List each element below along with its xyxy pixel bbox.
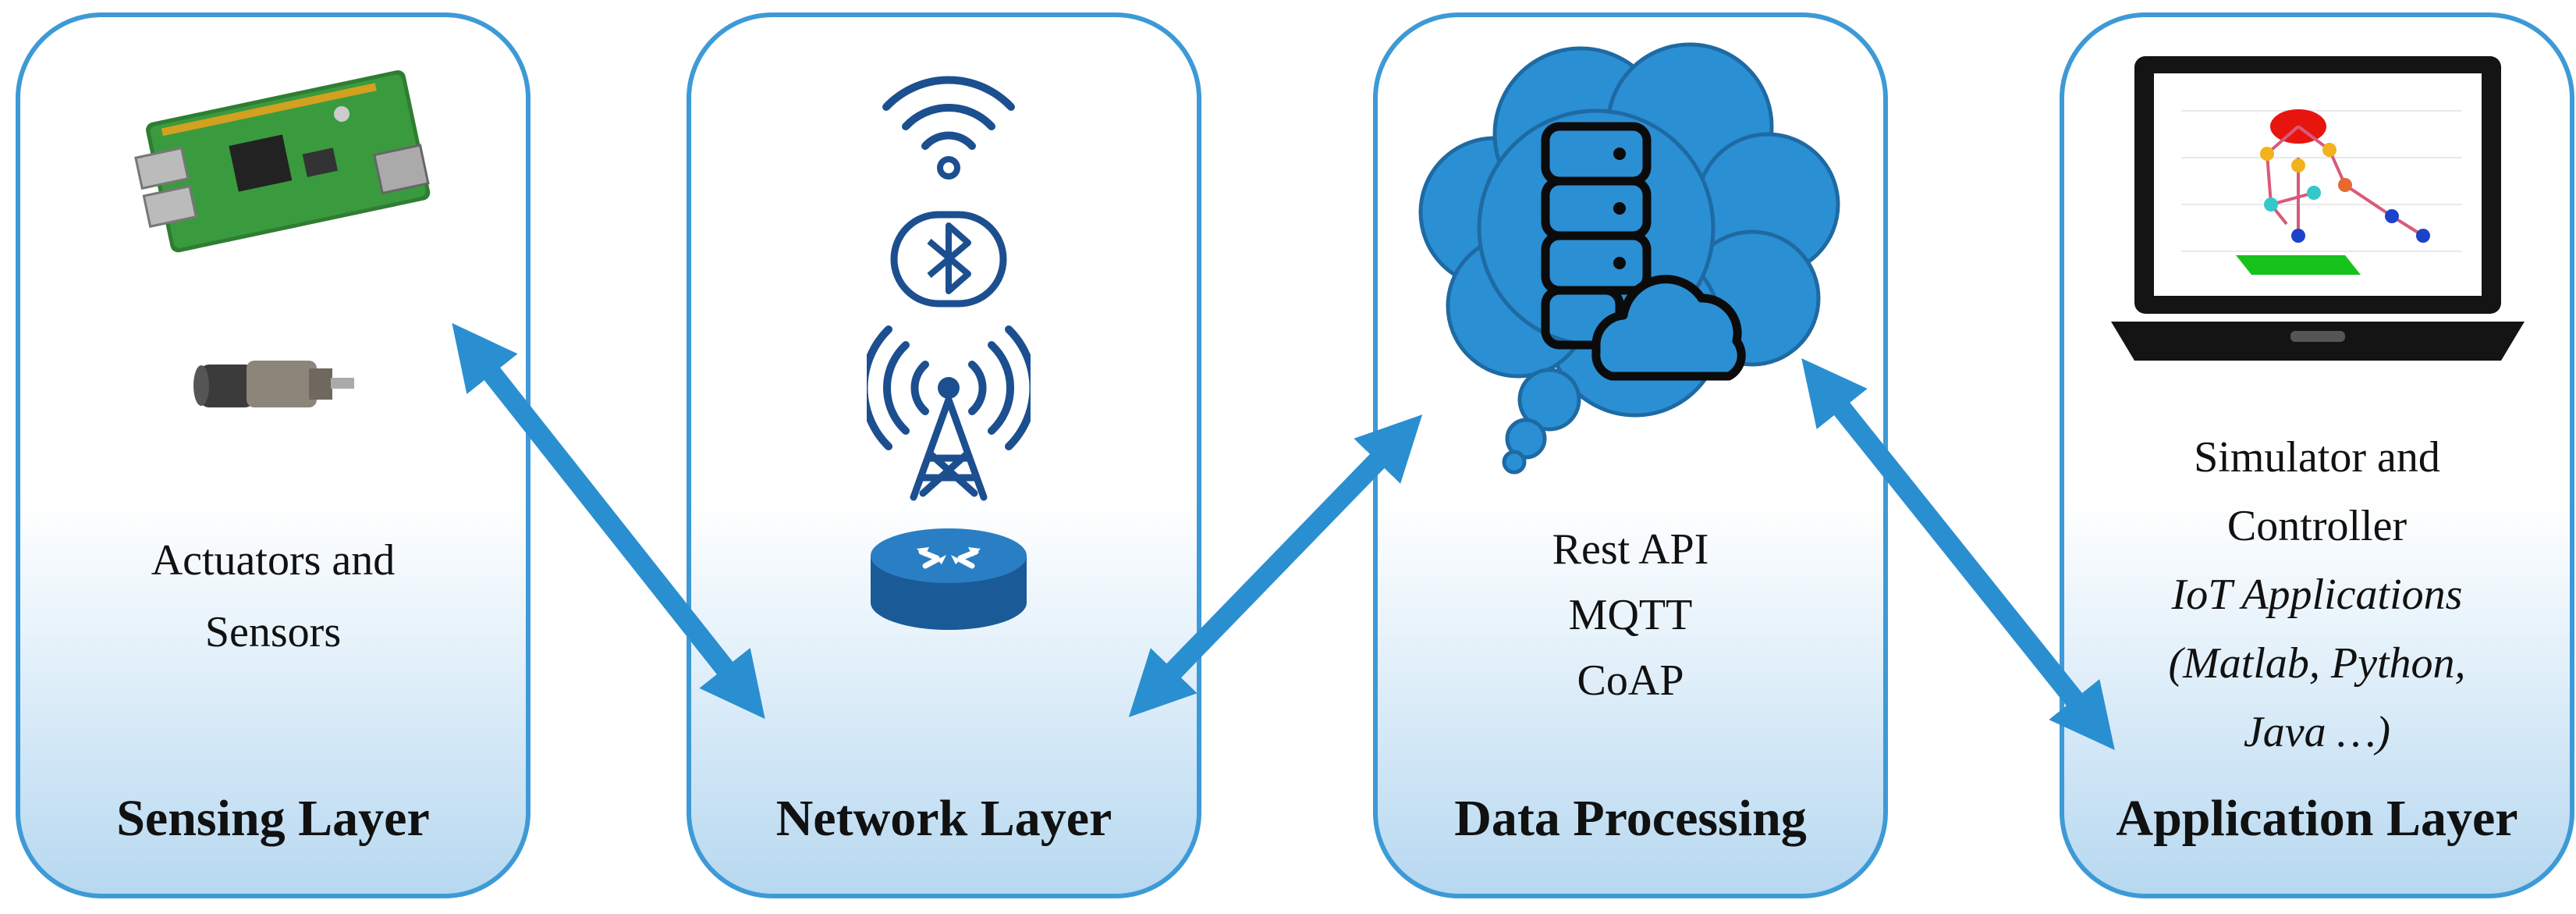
protocol-coap: CoAP (1577, 656, 1684, 705)
network-layer-title: Network Layer (775, 790, 1112, 847)
data-processing-panel: Rest API MQTT CoAP Data Processing (1373, 12, 1888, 898)
sensing-desc-line-1: Actuators and (151, 536, 396, 585)
sensing-layer-title: Sensing Layer (116, 790, 430, 847)
protocol-mqtt: MQTT (1568, 591, 1693, 639)
application-layer-description: Simulator and Controller IoT Application… (2064, 423, 2570, 766)
network-layer-panel: Network Layer (687, 12, 1201, 898)
app-desc-italic-line-1: IoT Applications (2171, 571, 2463, 619)
router-icon (871, 528, 1027, 630)
cloud-database-icon (1418, 42, 1840, 475)
application-layer-panel: Simulator and Controller IoT Application… (2060, 12, 2574, 898)
sensing-layer-panel: Actuators and Sensors Sensing Layer (16, 12, 530, 898)
raspberry-pi-board-icon (134, 70, 431, 253)
application-layer-title: Application Layer (2116, 790, 2518, 847)
laptop-icon (2111, 56, 2525, 361)
sensing-desc-line-2: Sensors (204, 608, 342, 656)
app-desc-line-1: Simulator and (2194, 433, 2440, 482)
app-desc-line-2: Controller (2227, 502, 2407, 550)
wifi-icon (882, 76, 1015, 180)
data-processing-title: Data Processing (1454, 790, 1807, 847)
protocol-rest-api: Rest API (1552, 525, 1709, 574)
app-desc-italic-line-2: (Matlab, Python, (2168, 639, 2466, 688)
cell-tower-icon (867, 325, 1031, 501)
sensing-layer-description: Actuators and Sensors (20, 525, 526, 668)
motor-icon (193, 361, 354, 407)
data-processing-description: Rest API MQTT CoAP (1378, 517, 1883, 713)
bluetooth-icon (890, 211, 1007, 308)
app-desc-italic-line-3: Java …) (2243, 708, 2391, 756)
